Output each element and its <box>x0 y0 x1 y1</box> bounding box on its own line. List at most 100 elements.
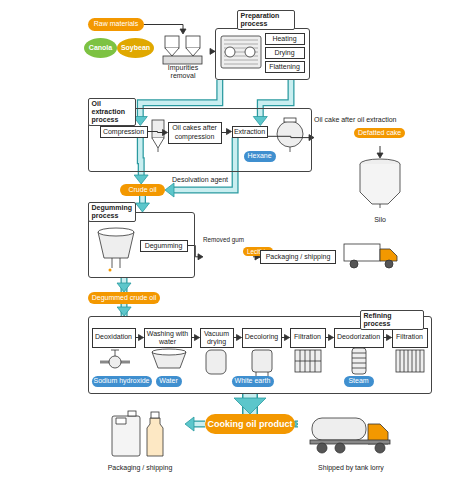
canola-ellipse: Canola <box>84 38 117 58</box>
node-text: Crude oil <box>128 186 156 194</box>
process-arrow <box>133 80 220 126</box>
process-arrow <box>253 80 291 126</box>
arrow-head <box>117 307 131 316</box>
heading-text: Oil cake after oil extraction <box>314 116 396 124</box>
step-box: Extraction <box>232 126 268 138</box>
product-label: Oil cake after oil extractionDefatted ca… <box>314 116 414 146</box>
arrow-line <box>188 246 200 257</box>
node-text: Heating <box>272 35 296 43</box>
node-text: Deodorization <box>337 333 380 341</box>
node-text: Packaging / shipping <box>108 464 173 472</box>
note-label: Desolvation agent <box>172 176 228 183</box>
flow-arrow <box>326 335 334 341</box>
panel-tab: Oil extraction process <box>88 98 136 126</box>
step-box: Vacuum drying <box>200 328 234 348</box>
machine-caption: Impurities removal <box>156 34 210 80</box>
node-text: Extraction <box>234 128 265 136</box>
step-box: Filtration <box>290 328 326 348</box>
flow-arrow <box>148 130 168 136</box>
silo-caption: Silo <box>352 158 408 224</box>
node-text: Water <box>159 377 177 385</box>
arrow-line <box>140 80 220 118</box>
node-text: Packaging / shipping <box>266 253 331 261</box>
node-text: Cooking oil product <box>208 419 293 429</box>
node-text: Sodium hydroxide <box>93 377 149 385</box>
flow-arrow <box>282 335 290 341</box>
step-box: Deodorization <box>334 328 384 348</box>
node-text: Hexane <box>247 152 271 160</box>
product-label: Crude oil <box>120 184 165 196</box>
product-label: Cooking oil product <box>205 414 295 434</box>
node-text: Filtration <box>396 333 423 341</box>
process-panel: Preparation processHeatingDryingFlatteni… <box>215 28 310 80</box>
step-box: Packaging / shipping <box>260 250 336 264</box>
node-text: Impurities removal <box>156 64 210 80</box>
step-box: Deoxidation <box>92 328 136 348</box>
arrow-head <box>234 398 266 414</box>
flow-arrow <box>144 25 186 35</box>
arrow-fill <box>260 80 291 118</box>
flow-arrow <box>377 146 383 158</box>
reagent-label: Hexane <box>244 151 276 162</box>
shipping-caption: Packaging / shipping <box>95 405 185 472</box>
flow-arrow <box>192 335 200 341</box>
node-text: Steam <box>348 377 368 385</box>
soybean-ellipse: Soybean <box>117 38 154 58</box>
process-arrow <box>234 394 266 414</box>
flow-arrow <box>136 335 144 341</box>
arrow-line <box>144 25 183 31</box>
reagent-label: White earth <box>232 376 274 387</box>
arrow-head <box>165 183 174 197</box>
step-box: Filtration <box>392 328 428 348</box>
process-arrow <box>135 196 149 212</box>
node-text: Washing with water <box>147 330 189 346</box>
flow-arrow <box>188 246 204 260</box>
panel-tab: Preparation process <box>237 10 295 30</box>
arrow-line <box>172 138 235 191</box>
reagent-label: Water <box>156 376 182 387</box>
arrow-fill <box>172 138 235 191</box>
product-label: Degummed crude oil <box>88 292 160 304</box>
process-arrow <box>134 138 148 185</box>
reagent-label: Sodium hydroxide <box>92 376 152 387</box>
arrow-line <box>137 138 145 177</box>
node-text: Shipped by tank lorry <box>318 464 384 472</box>
arrow-head <box>185 417 194 431</box>
process-panel: Oil extraction processCompressionOil cak… <box>88 108 312 172</box>
node-text: Silo <box>374 216 386 224</box>
node-text: Degummed crude oil <box>92 294 157 302</box>
arrow-head <box>198 254 203 260</box>
product-pill: Defatted cake <box>354 128 405 138</box>
arrow-head <box>134 175 148 184</box>
flow-arrow <box>222 129 232 135</box>
step-box: Decoloring <box>242 328 282 348</box>
arrow-line <box>148 132 164 133</box>
arrow-fill <box>140 80 220 118</box>
step-box: Degumming <box>140 240 188 252</box>
step-box: Heating <box>265 33 305 45</box>
flow-arrow <box>384 335 392 341</box>
flow-arrow <box>268 135 315 141</box>
process-arrow <box>185 417 205 431</box>
process-panel: Degumming processDegumming <box>88 212 195 278</box>
node-text: Raw materials <box>94 20 138 28</box>
arrow-head <box>180 29 186 34</box>
step-box: Drying <box>265 47 305 59</box>
node-text: Flattening <box>269 63 300 71</box>
arrow-head <box>117 283 131 292</box>
panel-tab: Refining process <box>360 310 424 330</box>
flow-arrow <box>234 335 242 341</box>
process-panel: Refining processDeoxidationWashing with … <box>88 316 432 394</box>
shipping-caption: Shipped by tank lorry <box>298 405 404 472</box>
node-text: White earth <box>235 377 271 385</box>
node-text: Vacuum drying <box>203 330 231 346</box>
step-box: Flattening <box>265 61 305 73</box>
node-text: Decoloring <box>245 333 278 341</box>
reagent-label: Steam <box>344 376 374 387</box>
arrow-line <box>260 80 291 118</box>
node-text: Drying <box>274 49 294 57</box>
process-arrow <box>165 138 235 198</box>
node-text: Filtration <box>294 333 321 341</box>
material-label: Raw materials <box>88 18 144 31</box>
